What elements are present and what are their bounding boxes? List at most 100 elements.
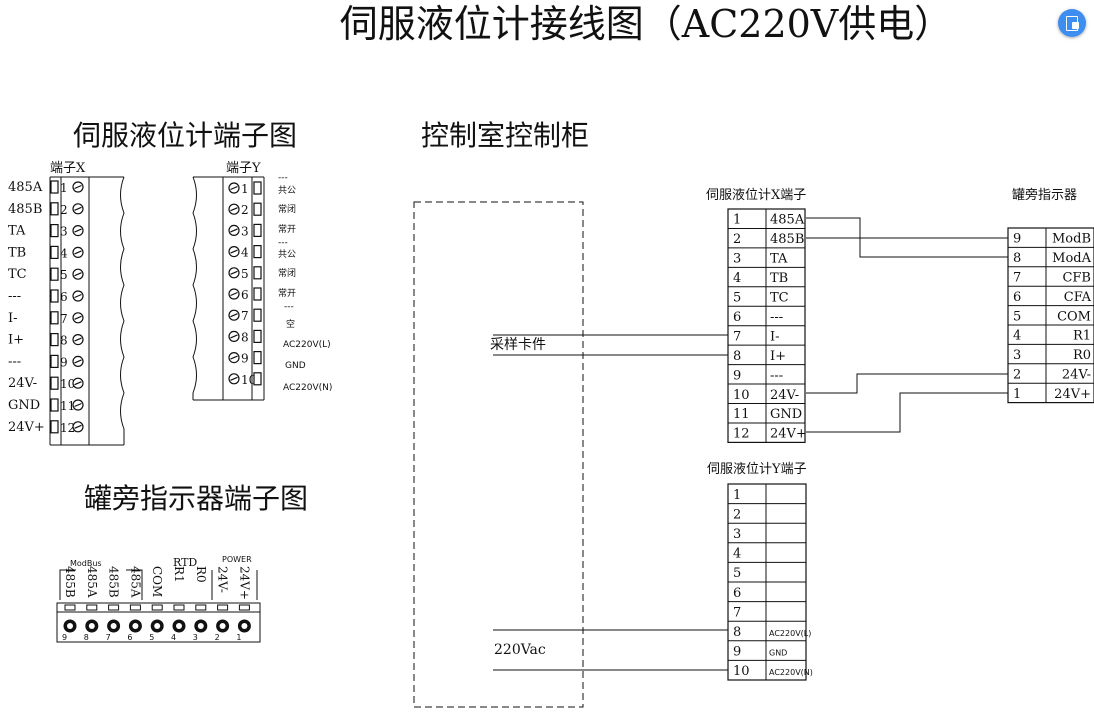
- y-table-number: 7: [733, 605, 741, 620]
- terminal-x-signal: TA: [8, 224, 26, 239]
- x-table-label: TA: [770, 252, 788, 267]
- indicator-terminal-label: 485A: [85, 566, 99, 598]
- indicator-table-label: R1: [1073, 329, 1091, 344]
- y-table-label: AC220V(N): [769, 668, 813, 677]
- section-title-control-cabinet: 控制室控制柜: [421, 119, 589, 152]
- indicator-terminal-label: 485B: [107, 566, 121, 598]
- indicator-terminal-label: 24V-: [216, 566, 230, 593]
- indicator-table-label: 24V-: [1062, 368, 1091, 383]
- indicator-table-label: COM: [1057, 309, 1091, 324]
- section-title-level-gauge-terminals: 伺服液位计端子图: [73, 119, 297, 152]
- terminal-y-label: 空: [286, 318, 295, 330]
- x-table-number: 1: [733, 213, 741, 228]
- terminal-x-number: 11: [60, 399, 75, 413]
- indicator-terminal-strip: ModBus RTD POWER 485B9485A8485B7485A6COM…: [56, 555, 261, 643]
- indicator-table-number: 5: [1013, 309, 1021, 324]
- indicator-table-number: 3: [1013, 348, 1021, 363]
- y-table-number: 4: [733, 547, 741, 562]
- terminal-x-signal: TB: [8, 245, 26, 260]
- indicator-terminal-number: 9: [62, 633, 67, 642]
- terminal-y-clamp: [253, 223, 262, 237]
- indicator-table-label: CFB: [1062, 271, 1091, 286]
- indicator-terminal-number: 2: [215, 633, 220, 642]
- terminal-y-number: 9: [241, 352, 249, 366]
- x-table-number: 12: [733, 427, 750, 442]
- indicator-terminal-clamp: [238, 604, 250, 611]
- indicator-table-number: 6: [1013, 290, 1021, 305]
- x-table-label: 485A: [770, 213, 805, 228]
- x-table-label: ---: [770, 368, 783, 383]
- terminal-y-clamp: [253, 329, 262, 343]
- terminal-x-signal: ---: [8, 289, 21, 304]
- indicator-terminal-number: 4: [171, 633, 176, 642]
- y-table-number: 1: [733, 488, 741, 503]
- indicator-terminal-number: 8: [84, 633, 89, 642]
- wire-24vplus: [806, 392, 1008, 433]
- y-table-number: 5: [733, 566, 741, 581]
- terminal-y-clamp: [253, 266, 262, 280]
- terminal-y-clamp: [253, 308, 262, 322]
- indicator-terminal-number: 6: [127, 633, 132, 642]
- x-table-number: 5: [733, 291, 741, 306]
- terminal-x-number: 1: [60, 181, 68, 195]
- indicator-table-number: 4: [1013, 329, 1021, 344]
- x-table-label: ---: [770, 310, 783, 325]
- terminal-x-number: 2: [60, 203, 68, 217]
- terminal-y-label: 常开: [278, 287, 296, 299]
- terminal-x-number: 9: [60, 355, 68, 369]
- terminal-x-number: 3: [60, 225, 68, 239]
- terminal-x-signal: GND: [8, 398, 40, 413]
- control-cabinet-box: [413, 201, 584, 708]
- terminal-y-label: 常闭: [278, 203, 296, 215]
- terminal-x-number: 4: [60, 246, 68, 260]
- terminal-y-number: 7: [241, 309, 249, 323]
- terminal-x-signal: ---: [8, 354, 21, 369]
- terminal-x-number: 6: [60, 290, 68, 304]
- indicator-terminal-label: 485B: [63, 566, 77, 598]
- terminal-y-number: 1: [241, 182, 249, 196]
- terminal-x-label: 端子X: [50, 161, 86, 176]
- indicator-terminal-clamp: [173, 604, 185, 611]
- terminal-x-clamp: [50, 398, 59, 412]
- terminal-y-label: 共公: [278, 249, 296, 260]
- y-table-number: 9: [733, 645, 741, 660]
- indicator-terminal-number: 3: [193, 633, 198, 642]
- x-table-number: 3: [733, 252, 741, 267]
- indicator-terminal-clamp: [129, 604, 141, 611]
- indicator-terminal-clamp: [86, 604, 98, 611]
- x-table-number: 4: [733, 271, 741, 286]
- terminal-x-number: 5: [60, 268, 68, 282]
- y-table-label: GND: [769, 649, 787, 658]
- terminal-y-number: 10: [241, 373, 256, 387]
- indicator-terminal-clamp: [151, 604, 163, 611]
- terminal-y-clamp: [253, 351, 262, 365]
- indicator-table-label: CFA: [1064, 290, 1092, 305]
- terminal-x-signal: TC: [8, 267, 27, 282]
- indicator-group-rtd: RTD: [173, 556, 197, 569]
- x-table-label: I+: [770, 349, 786, 364]
- terminal-x-clamp: [50, 420, 59, 434]
- x-table-label: 485B: [770, 232, 804, 247]
- terminal-y-label: GND: [285, 361, 306, 371]
- terminal-y-number: 2: [241, 203, 249, 217]
- x-table-number: 9: [733, 368, 741, 383]
- terminal-x-number: 7: [60, 312, 68, 326]
- terminal-x-clamp: [50, 376, 59, 390]
- indicator-table-title: 罐旁指示器: [1012, 187, 1077, 203]
- x-table-number: 7: [733, 329, 741, 344]
- indicator-table-number: 7: [1013, 271, 1021, 286]
- x-table-label: I-: [770, 329, 780, 344]
- indicator-terminal-number: 1: [236, 633, 241, 642]
- indicator-terminal-label: 485A: [128, 566, 142, 598]
- indicator-terminal-label: R1: [172, 566, 186, 583]
- terminal-x-clamp: [50, 202, 59, 216]
- terminal-x-signal: I-: [8, 311, 18, 326]
- y-table-label: AC220V(L): [769, 629, 811, 638]
- terminal-x-signal: 485B: [8, 202, 42, 217]
- corner-action-button[interactable]: [1058, 9, 1086, 37]
- y-table-number: 3: [733, 527, 741, 542]
- indicator-terminal-clamp: [64, 604, 76, 611]
